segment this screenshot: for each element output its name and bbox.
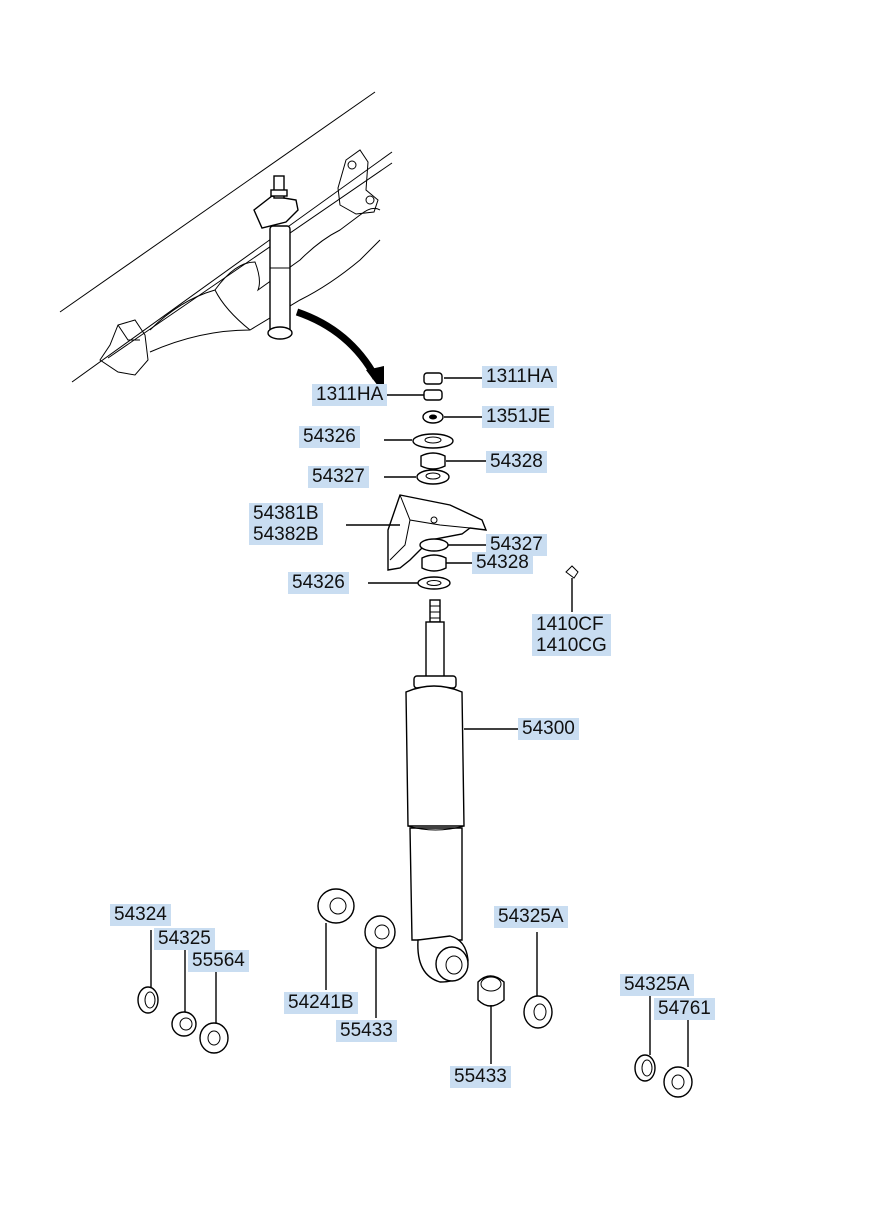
part-label-54324[interactable]: 54324 <box>110 904 171 926</box>
part-label-54327-mid[interactable]: 54327 <box>486 534 547 556</box>
part-label-55433-a[interactable]: 55433 <box>336 1020 397 1042</box>
part-label-54241b[interactable]: 54241B <box>284 992 358 1014</box>
top-hardware-stack <box>412 372 454 485</box>
clip-part <box>565 565 579 579</box>
leader-lines <box>150 377 689 1067</box>
part-label-55433-b[interactable]: 55433 <box>450 1066 511 1088</box>
part-label-1410cf: 1410CF <box>536 614 604 635</box>
part-label-54761[interactable]: 54761 <box>654 998 715 1020</box>
part-label-54325[interactable]: 54325 <box>154 928 215 950</box>
part-label-54328-mid[interactable]: 54328 <box>472 552 533 574</box>
part-label-54326-mid[interactable]: 54326 <box>288 572 349 594</box>
bottom-bushings <box>137 888 693 1098</box>
part-label-54326-top[interactable]: 54326 <box>299 426 360 448</box>
part-label-54300[interactable]: 54300 <box>518 718 579 740</box>
part-label-54325a-b[interactable]: 54325A <box>620 974 694 996</box>
axle-frame-sketch <box>59 91 393 383</box>
part-label-54328-top[interactable]: 54328 <box>486 451 547 473</box>
part-label-54381b: 54381B <box>253 503 319 524</box>
part-label-1410cf-1410cg[interactable]: 1410CF 1410CG <box>532 614 611 656</box>
part-label-1351je[interactable]: 1351JE <box>482 406 555 428</box>
direction-arrow <box>295 308 384 394</box>
mounting-bracket <box>387 494 488 590</box>
part-label-54327-top[interactable]: 54327 <box>308 466 369 488</box>
part-label-1311ha-right[interactable]: 1311HA <box>482 366 558 388</box>
part-label-1311ha-left[interactable]: 1311HA <box>312 384 388 406</box>
part-label-54325a-a[interactable]: 54325A <box>494 906 568 928</box>
part-label-54381b-54382b[interactable]: 54381B 54382B <box>249 503 323 545</box>
shock-absorber <box>405 599 469 983</box>
part-label-1410cg: 1410CG <box>536 635 607 656</box>
part-label-55564[interactable]: 55564 <box>188 950 249 972</box>
part-label-54382b: 54382B <box>253 524 319 545</box>
